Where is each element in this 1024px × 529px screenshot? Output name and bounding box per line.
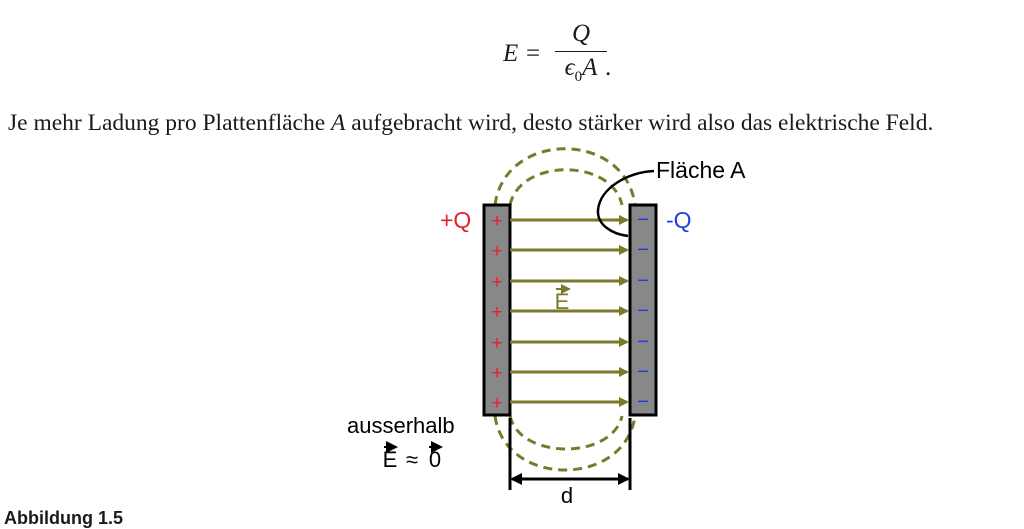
equation-lhs: E	[503, 40, 519, 67]
area-variable: A	[582, 54, 598, 82]
sentence-start: Je mehr Ladung pro Plattenfläche	[8, 110, 332, 136]
svg-text:0: 0	[429, 447, 441, 472]
capacitor-field-equation: E = Q ϵ0A .	[0, 18, 1024, 88]
body-sentence: Je mehr Ladung pro Plattenfläche A aufge…	[8, 110, 933, 137]
distance-label: d	[561, 483, 573, 508]
fringe-line-bottom-outer	[493, 415, 637, 472]
positive-plate	[482, 203, 512, 417]
plate-capacitor-diagram: + + + + + + + − − − − − − − Fläche A +Q …	[347, 147, 746, 508]
fringe-line-bottom-inner	[508, 415, 624, 451]
plus-sign: +	[491, 241, 502, 262]
minus-sign: −	[637, 300, 649, 322]
minus-sign: −	[637, 391, 649, 413]
plus-sign: +	[491, 393, 502, 414]
minus-sign: −	[637, 239, 649, 261]
sentence-variable: A	[331, 110, 346, 136]
area-callout-line	[596, 169, 655, 238]
sentence-end: aufgebracht wird, desto stärker wird als…	[345, 110, 934, 136]
plus-sign: +	[491, 272, 502, 293]
negative-plate	[628, 203, 658, 417]
figure-caption: Abbildung 1.5	[4, 508, 123, 528]
plus-sign: +	[491, 211, 502, 232]
svg-text:E: E	[383, 447, 398, 472]
outside-field-formula: E ≈ 0	[383, 441, 443, 472]
fringe-line-top-outer	[493, 147, 637, 206]
field-vector-label: E	[555, 284, 571, 314]
distance-marker: d	[508, 418, 632, 508]
negative-charge-label: -Q	[666, 207, 692, 233]
outside-label: ausserhalb	[347, 413, 455, 438]
minus-sign: −	[637, 209, 649, 231]
minus-sign: −	[637, 361, 649, 383]
equation-numerator: Q	[571, 20, 591, 47]
equation-period: .	[605, 54, 612, 81]
equation-fraction: Q ϵ0A	[552, 18, 610, 93]
svg-text:≈: ≈	[406, 447, 418, 472]
equation-equals: =	[526, 40, 541, 67]
field-arrows	[510, 215, 629, 407]
minus-sign: −	[637, 331, 649, 353]
epsilon-symbol: ϵ	[564, 54, 575, 82]
plus-sign: +	[491, 333, 502, 354]
plus-sign: +	[491, 363, 502, 384]
epsilon-subscript: 0	[574, 69, 583, 86]
svg-text:E: E	[555, 289, 570, 314]
area-label: Fläche A	[656, 157, 746, 183]
minus-sign: −	[637, 270, 649, 292]
fringe-line-top-inner	[508, 168, 624, 206]
fraction-bar	[555, 51, 607, 53]
positive-charge-label: +Q	[440, 207, 471, 233]
plus-sign: +	[491, 302, 502, 323]
equation-denominator: ϵ0A	[552, 52, 610, 93]
